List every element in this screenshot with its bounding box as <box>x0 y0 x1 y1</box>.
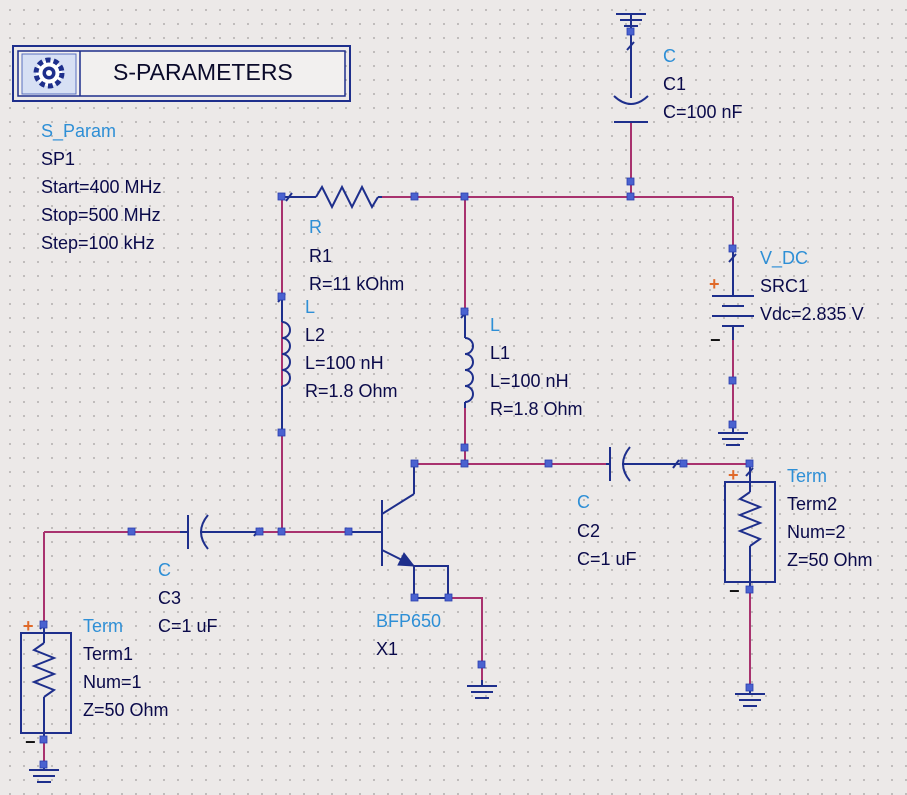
c1-value-label: C=100 nF <box>663 102 743 122</box>
inductor-l2[interactable] <box>277 293 291 432</box>
src1-name-label: SRC1 <box>760 276 808 296</box>
r1-type-label: R <box>309 217 322 237</box>
inductor-l1[interactable] <box>460 309 474 408</box>
l1-labels: L L1 L=100 nH R=1.8 Ohm <box>490 315 583 419</box>
c1-labels: C C1 C=100 nF <box>663 46 743 122</box>
term2-type-label: Term <box>787 466 827 486</box>
x1-type-label: BFP650 <box>376 611 441 631</box>
r1-name-label: R1 <box>309 246 332 266</box>
src1-plus-sign: + <box>709 274 720 294</box>
x1-name-label: X1 <box>376 639 398 659</box>
c2-type-label: C <box>577 492 590 512</box>
l2-type-label: L <box>305 297 315 317</box>
term2-labels: Term Term2 Num=2 Z=50 Ohm <box>787 466 873 570</box>
sparam-labels: S_Param SP1 Start=400 MHz Stop=500 MHz S… <box>41 121 162 253</box>
term2-impedance-label: Z=50 Ohm <box>787 550 873 570</box>
sparam-block[interactable]: S-PARAMETERS <box>12 45 351 102</box>
l1-inductance-label: L=100 nH <box>490 371 569 391</box>
src1-type-label: V_DC <box>760 248 808 269</box>
sparam-stop-label: Stop=500 MHz <box>41 205 161 225</box>
term1-minus-sign: − <box>25 732 36 752</box>
l1-type-label: L <box>490 315 500 335</box>
c1-type-label: C <box>663 46 676 66</box>
c3-type-label: C <box>158 560 171 580</box>
term1-impedance-label: Z=50 Ohm <box>83 700 169 720</box>
l2-labels: L L2 L=100 nH R=1.8 Ohm <box>305 297 398 401</box>
ground-icon <box>735 688 765 707</box>
sparam-title: S-PARAMETERS <box>113 59 293 85</box>
c3-value-label: C=1 uF <box>158 616 218 636</box>
c3-labels: C C3 C=1 uF <box>158 560 218 636</box>
term1-plus-sign: + <box>23 616 34 636</box>
sparam-type-label: S_Param <box>41 121 116 142</box>
term2-minus-sign: − <box>729 581 740 601</box>
x1-labels: BFP650 X1 <box>376 611 441 659</box>
port-term1[interactable] <box>20 620 72 783</box>
sparam-step-label: Step=100 kHz <box>41 233 155 253</box>
sparam-start-label: Start=400 MHz <box>41 177 162 197</box>
c1-name-label: C1 <box>663 74 686 94</box>
l2-inductance-label: L=100 nH <box>305 353 384 373</box>
capacitor-c2[interactable] <box>606 446 682 482</box>
sparam-name-label: SP1 <box>41 149 75 169</box>
transistor-x1[interactable] <box>348 464 497 699</box>
term1-num-label: Num=1 <box>83 672 142 692</box>
capacitor-c3[interactable] <box>180 514 261 550</box>
r1-value-label: R=11 kOhm <box>309 274 404 294</box>
port-term2[interactable] <box>724 464 776 707</box>
src1-value-label: Vdc=2.835 V <box>760 304 864 324</box>
l2-name-label: L2 <box>305 325 325 345</box>
c3-name-label: C3 <box>158 588 181 608</box>
ground-icon <box>467 680 497 699</box>
c2-name-label: C2 <box>577 521 600 541</box>
voltage-source-src1[interactable] <box>712 250 754 446</box>
src1-minus-sign: − <box>710 330 721 350</box>
c2-value-label: C=1 uF <box>577 549 637 569</box>
l1-resistance-label: R=1.8 Ohm <box>490 399 583 419</box>
term1-labels: Term Term1 Num=1 Z=50 Ohm <box>83 616 169 720</box>
c2-labels: C C2 C=1 uF <box>577 492 637 569</box>
term2-num-label: Num=2 <box>787 522 846 542</box>
l1-name-label: L1 <box>490 343 510 363</box>
gear-icon <box>21 53 77 95</box>
term1-name-label: Term1 <box>83 644 133 664</box>
l2-resistance-label: R=1.8 Ohm <box>305 381 398 401</box>
pins <box>39 27 754 769</box>
src1-labels: V_DC SRC1 Vdc=2.835 V <box>760 248 864 324</box>
term2-plus-sign: + <box>728 465 739 485</box>
r1-labels: R R1 R=11 kOhm <box>309 217 404 294</box>
term2-name-label: Term2 <box>787 494 837 514</box>
resistor-r1[interactable] <box>282 184 382 210</box>
term1-type-label: Term <box>83 616 123 636</box>
